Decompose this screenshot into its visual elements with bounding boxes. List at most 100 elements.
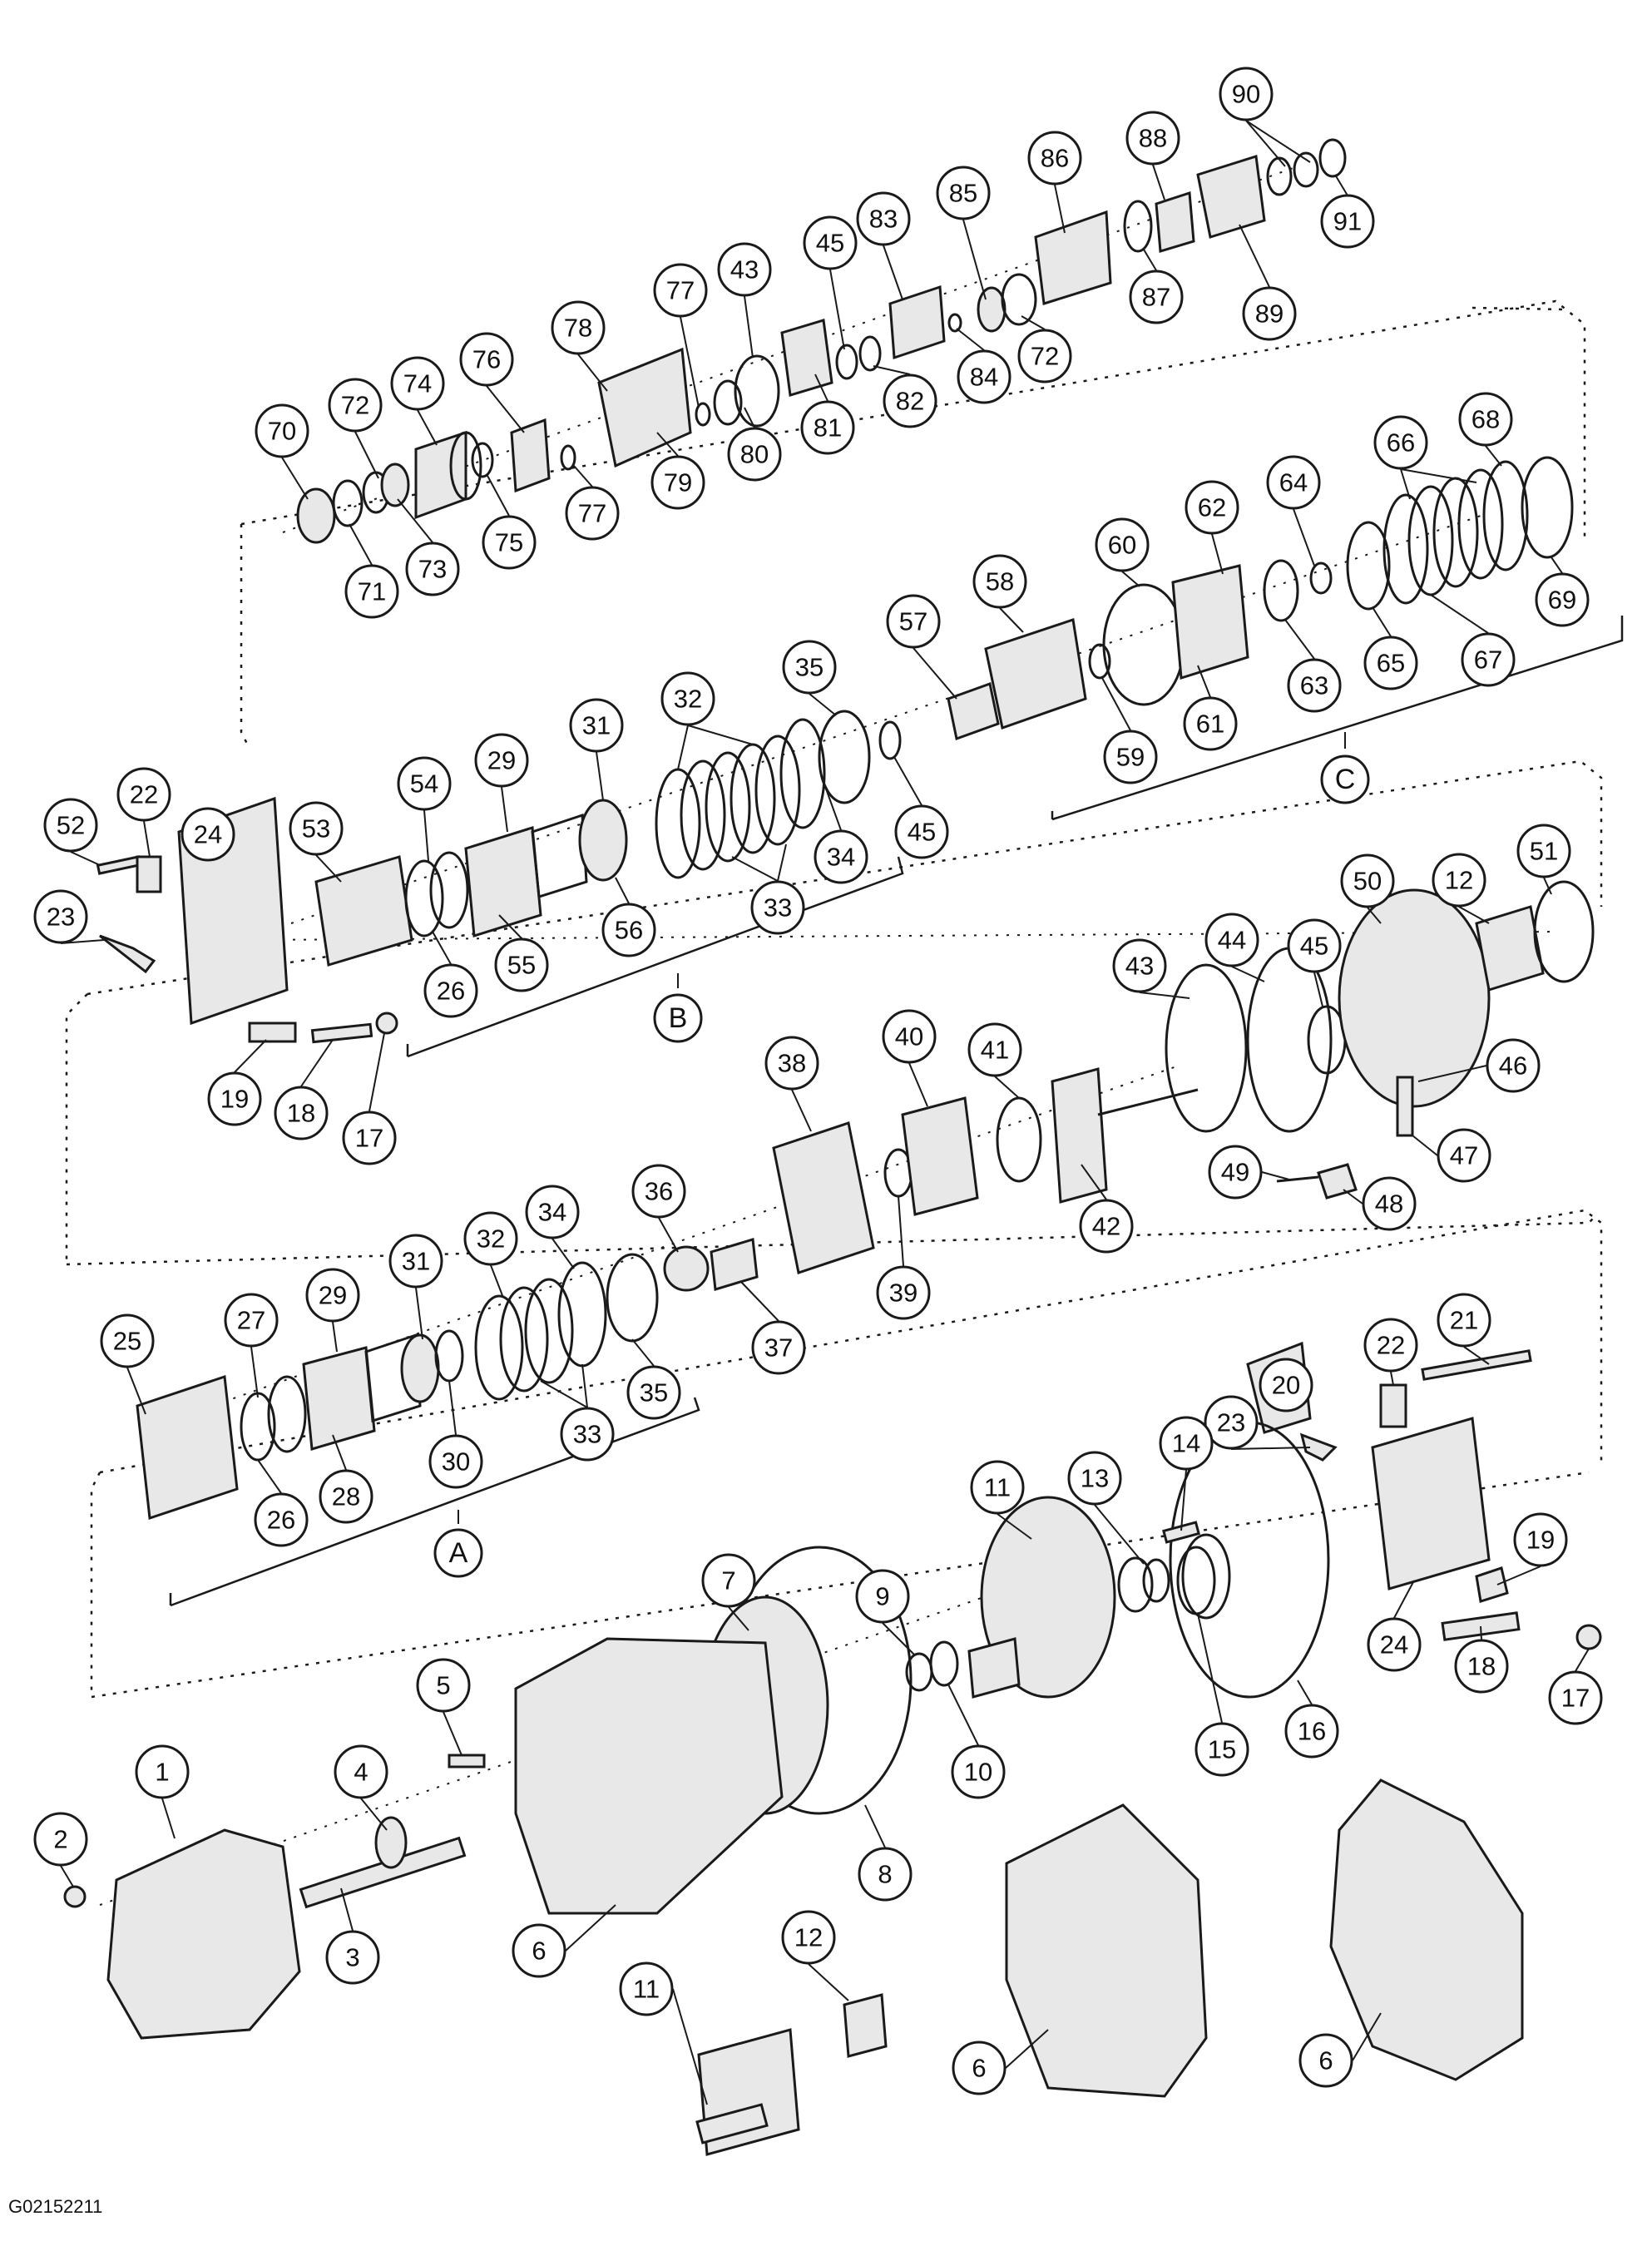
callout-35: 35 <box>626 1365 681 1420</box>
callout-number: 11 <box>984 1473 1011 1502</box>
callout-85: 85 <box>936 166 991 220</box>
callout-21: 21 <box>1437 1293 1491 1348</box>
callout-circle <box>951 1744 1006 1799</box>
callout-circle <box>494 937 549 992</box>
callout-19: 19 <box>207 1071 262 1126</box>
callout-number: 67 <box>1474 646 1502 675</box>
callout-number: 45 <box>1300 932 1328 961</box>
callout-circle <box>660 671 715 726</box>
callout-circle <box>390 356 445 411</box>
callout-22: 22 <box>1363 1318 1418 1373</box>
callout-circle <box>482 515 537 570</box>
callout-52: 52 <box>43 798 98 853</box>
callout-number: 54 <box>410 769 438 799</box>
callout-number: 74 <box>403 369 432 398</box>
callout-28: 28 <box>319 1469 373 1524</box>
callout-24: 24 <box>1367 1617 1422 1672</box>
callout-7: 7 <box>701 1553 756 1608</box>
callout-number: 29 <box>487 746 516 775</box>
callout-circle <box>701 1553 756 1608</box>
callout-circle <box>1461 632 1516 687</box>
callout-34: 34 <box>525 1185 580 1239</box>
callout-36: 36 <box>631 1164 686 1219</box>
callout-circle <box>764 1036 819 1091</box>
callout-number: 72 <box>341 391 369 420</box>
callout-60: 60 <box>1095 517 1150 572</box>
section-outlines <box>65 299 1624 1699</box>
callout-number: 26 <box>437 977 465 1006</box>
callout-66: 66 <box>1373 415 1428 470</box>
callout-63: 63 <box>1287 658 1342 713</box>
group-label-B: B <box>653 993 703 1043</box>
callout-73: 73 <box>405 542 460 596</box>
callout-circle <box>1373 415 1428 470</box>
callout-42: 42 <box>1079 1199 1134 1254</box>
callout-circle <box>1017 329 1072 383</box>
callout-number: 55 <box>507 951 536 980</box>
callout-number: 26 <box>267 1506 295 1535</box>
callout-circle <box>1219 67 1274 121</box>
callout-number: 32 <box>477 1224 505 1254</box>
callout-circle <box>305 1268 360 1323</box>
callout-number: 22 <box>1377 1331 1405 1360</box>
callout-58: 58 <box>972 554 1027 609</box>
callout-circle <box>1362 1176 1417 1231</box>
callout-11: 11 <box>619 1961 674 2016</box>
callout-circle <box>727 427 782 482</box>
callout-number: 83 <box>869 205 898 234</box>
callout-number: 22 <box>130 780 158 809</box>
callout-31: 31 <box>569 698 624 753</box>
callout-number: 46 <box>1499 1051 1527 1081</box>
callout-circle <box>319 1469 373 1524</box>
callout-number: 69 <box>1548 586 1576 615</box>
callout-circle <box>1103 730 1158 784</box>
callout-number: 10 <box>964 1758 992 1787</box>
callout-circle <box>388 1234 443 1289</box>
callout-circle <box>619 1961 674 2016</box>
callout-number: 35 <box>795 653 824 682</box>
callout-53: 53 <box>289 801 344 856</box>
callout-number: 65 <box>1377 649 1405 678</box>
callout-number: 30 <box>442 1447 470 1477</box>
callout-17: 17 <box>342 1111 397 1165</box>
callout-27: 27 <box>224 1293 279 1348</box>
callout-9: 9 <box>855 1569 910 1624</box>
callout-77: 77 <box>653 263 708 318</box>
callout-circle <box>135 1744 190 1799</box>
callout-circle <box>1516 824 1571 878</box>
callout-circle <box>1287 658 1342 713</box>
callout-35: 35 <box>782 640 837 695</box>
callout-90: 90 <box>1219 67 1274 121</box>
callout-circle <box>631 1164 686 1219</box>
callout-circle <box>970 1460 1025 1515</box>
callout-circle <box>967 1022 1022 1077</box>
callout-11: 11 <box>970 1460 1025 1515</box>
callout-number: 87 <box>1142 283 1170 312</box>
callout-4: 4 <box>334 1744 388 1799</box>
callout-number: 17 <box>355 1124 383 1153</box>
callout-number: B <box>669 1002 688 1034</box>
callout-number: 34 <box>538 1198 566 1227</box>
callout-6: 6 <box>512 1923 566 1978</box>
callout-26: 26 <box>254 1492 309 1547</box>
callout-56: 56 <box>601 903 656 957</box>
callout-number: 50 <box>1353 867 1382 896</box>
callout-75: 75 <box>482 515 537 570</box>
callout-circle <box>601 903 656 957</box>
callout-number: 38 <box>778 1049 806 1078</box>
callout-circle <box>428 1434 483 1489</box>
callout-number: 13 <box>1081 1464 1109 1493</box>
callout-number: 43 <box>1125 952 1154 981</box>
callout-1: 1 <box>135 1744 190 1799</box>
callout-14: 14 <box>1159 1416 1214 1471</box>
callout-circle <box>423 963 478 1018</box>
callout-10: 10 <box>951 1744 1006 1799</box>
callout-circle <box>876 1265 931 1320</box>
callout-3: 3 <box>325 1930 380 1985</box>
callout-77: 77 <box>565 486 620 541</box>
callout-circle <box>1095 517 1150 572</box>
callout-number: 77 <box>578 499 606 528</box>
callout-32: 32 <box>463 1211 518 1266</box>
callout-69: 69 <box>1535 572 1590 627</box>
callout-circle <box>334 1744 388 1799</box>
